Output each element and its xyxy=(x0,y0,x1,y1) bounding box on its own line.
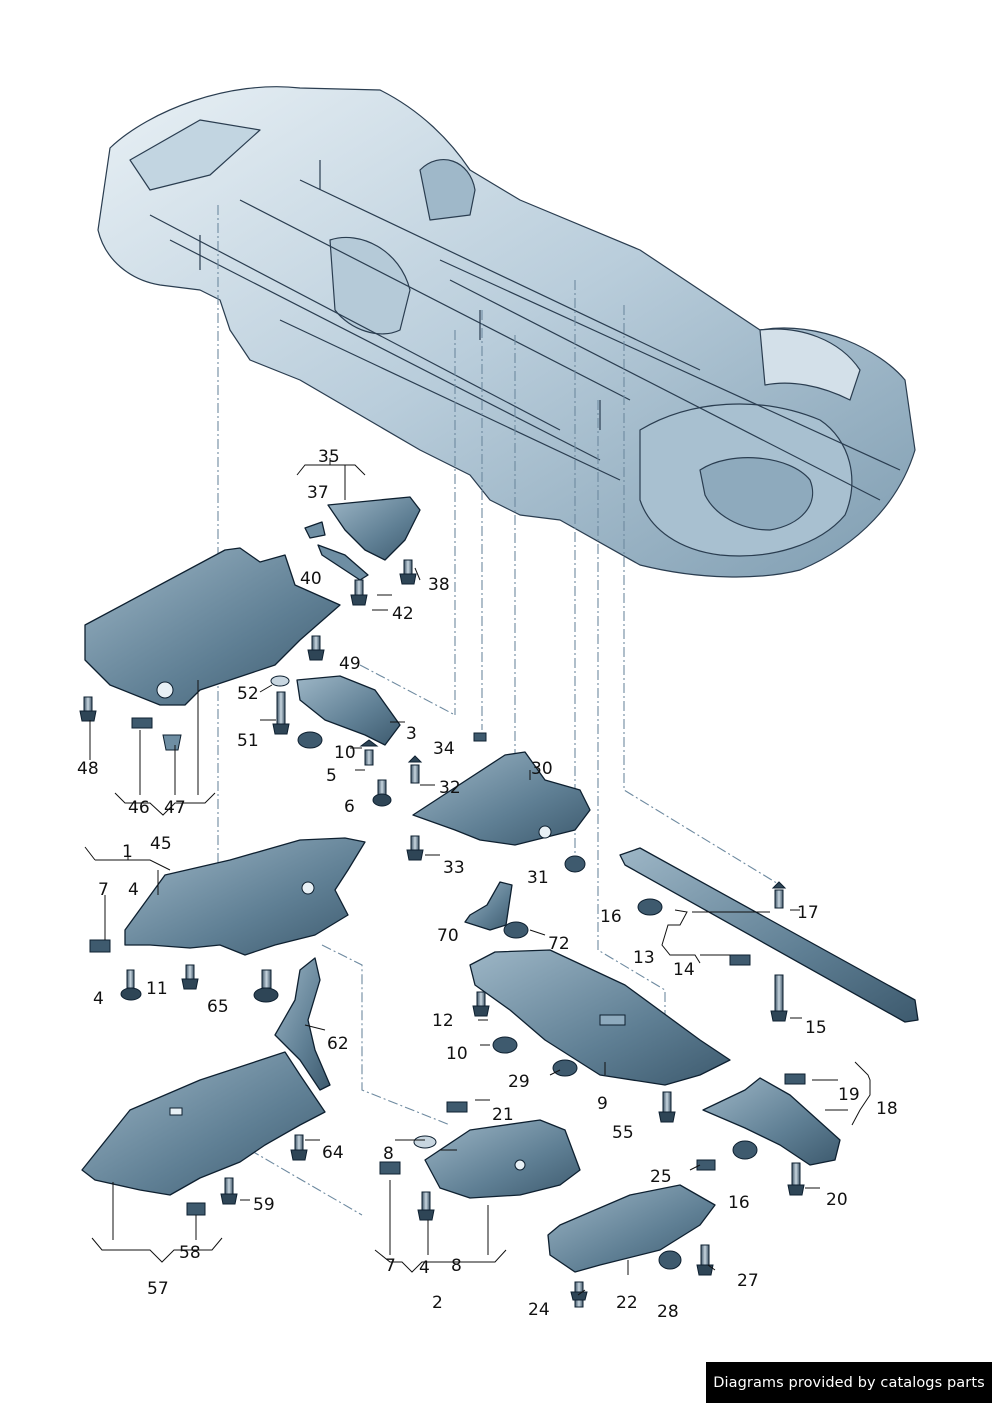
callout-37: 37 xyxy=(307,483,329,503)
callout-14: 14 xyxy=(673,960,695,980)
credit-text: Diagrams provided by catalogs parts xyxy=(713,1374,985,1391)
part-shapes xyxy=(81,496,919,1273)
callout-65: 65 xyxy=(207,997,229,1017)
callout-5: 5 xyxy=(326,766,337,786)
callout-19: 19 xyxy=(838,1085,860,1105)
callout-7a: 7 xyxy=(98,880,109,900)
callout-4a: 4 xyxy=(128,880,139,900)
callout-64: 64 xyxy=(322,1143,344,1163)
credit-banner: Diagrams provided by catalogs parts xyxy=(706,1362,992,1403)
callout-31: 31 xyxy=(527,868,549,888)
callout-6: 6 xyxy=(344,797,355,817)
callout-20: 20 xyxy=(826,1190,848,1210)
callout-46: 46 xyxy=(128,798,150,818)
car-underbody xyxy=(97,86,916,578)
callout-58: 58 xyxy=(179,1243,201,1263)
fasteners xyxy=(79,559,806,1308)
callout-47: 47 xyxy=(164,798,186,818)
callout-55: 55 xyxy=(612,1123,634,1143)
callout-16a: 16 xyxy=(600,907,622,927)
callout-32: 32 xyxy=(439,778,461,798)
callout-70: 70 xyxy=(437,926,459,946)
leader-lines xyxy=(84,458,871,1296)
callout-1: 1 xyxy=(122,842,133,862)
callout-11: 11 xyxy=(146,979,168,999)
callout-3: 3 xyxy=(406,724,417,744)
projection-lines xyxy=(217,205,781,1216)
callout-labels: 35 37 40 38 42 49 52 51 3 10 34 5 32 30 … xyxy=(77,447,898,1322)
callout-35: 35 xyxy=(318,447,340,467)
callout-52: 52 xyxy=(237,684,259,704)
callout-27: 27 xyxy=(737,1271,759,1291)
callout-8b: 8 xyxy=(451,1256,462,1276)
callout-10a: 10 xyxy=(334,743,356,763)
callout-62: 62 xyxy=(327,1034,349,1054)
callout-24: 24 xyxy=(528,1300,550,1320)
callout-21: 21 xyxy=(492,1105,514,1125)
callout-13: 13 xyxy=(633,948,655,968)
callout-4b: 4 xyxy=(93,989,104,1009)
callout-2: 2 xyxy=(432,1293,443,1313)
callout-49: 49 xyxy=(339,654,361,674)
callout-72: 72 xyxy=(548,934,570,954)
callout-16b: 16 xyxy=(728,1193,750,1213)
callout-28: 28 xyxy=(657,1302,679,1322)
callout-51: 51 xyxy=(237,731,259,751)
callout-8a: 8 xyxy=(383,1144,394,1164)
callout-4c: 4 xyxy=(419,1258,430,1278)
callout-18: 18 xyxy=(876,1099,898,1119)
callout-9: 9 xyxy=(597,1094,608,1114)
callout-22: 22 xyxy=(616,1293,638,1313)
callout-30: 30 xyxy=(531,759,553,779)
callout-29: 29 xyxy=(508,1072,530,1092)
callout-59: 59 xyxy=(253,1195,275,1215)
callout-57: 57 xyxy=(147,1279,169,1299)
callout-7b: 7 xyxy=(385,1256,396,1276)
callout-45: 45 xyxy=(150,834,172,854)
callout-42: 42 xyxy=(392,604,414,624)
callout-40: 40 xyxy=(300,569,322,589)
callout-48: 48 xyxy=(77,759,99,779)
callout-12: 12 xyxy=(432,1011,454,1031)
callout-17: 17 xyxy=(797,903,819,923)
callout-15: 15 xyxy=(805,1018,827,1038)
callout-38: 38 xyxy=(428,575,450,595)
callout-33: 33 xyxy=(443,858,465,878)
callout-34: 34 xyxy=(433,739,455,759)
callout-10b: 10 xyxy=(446,1044,468,1064)
callout-25: 25 xyxy=(650,1167,672,1187)
